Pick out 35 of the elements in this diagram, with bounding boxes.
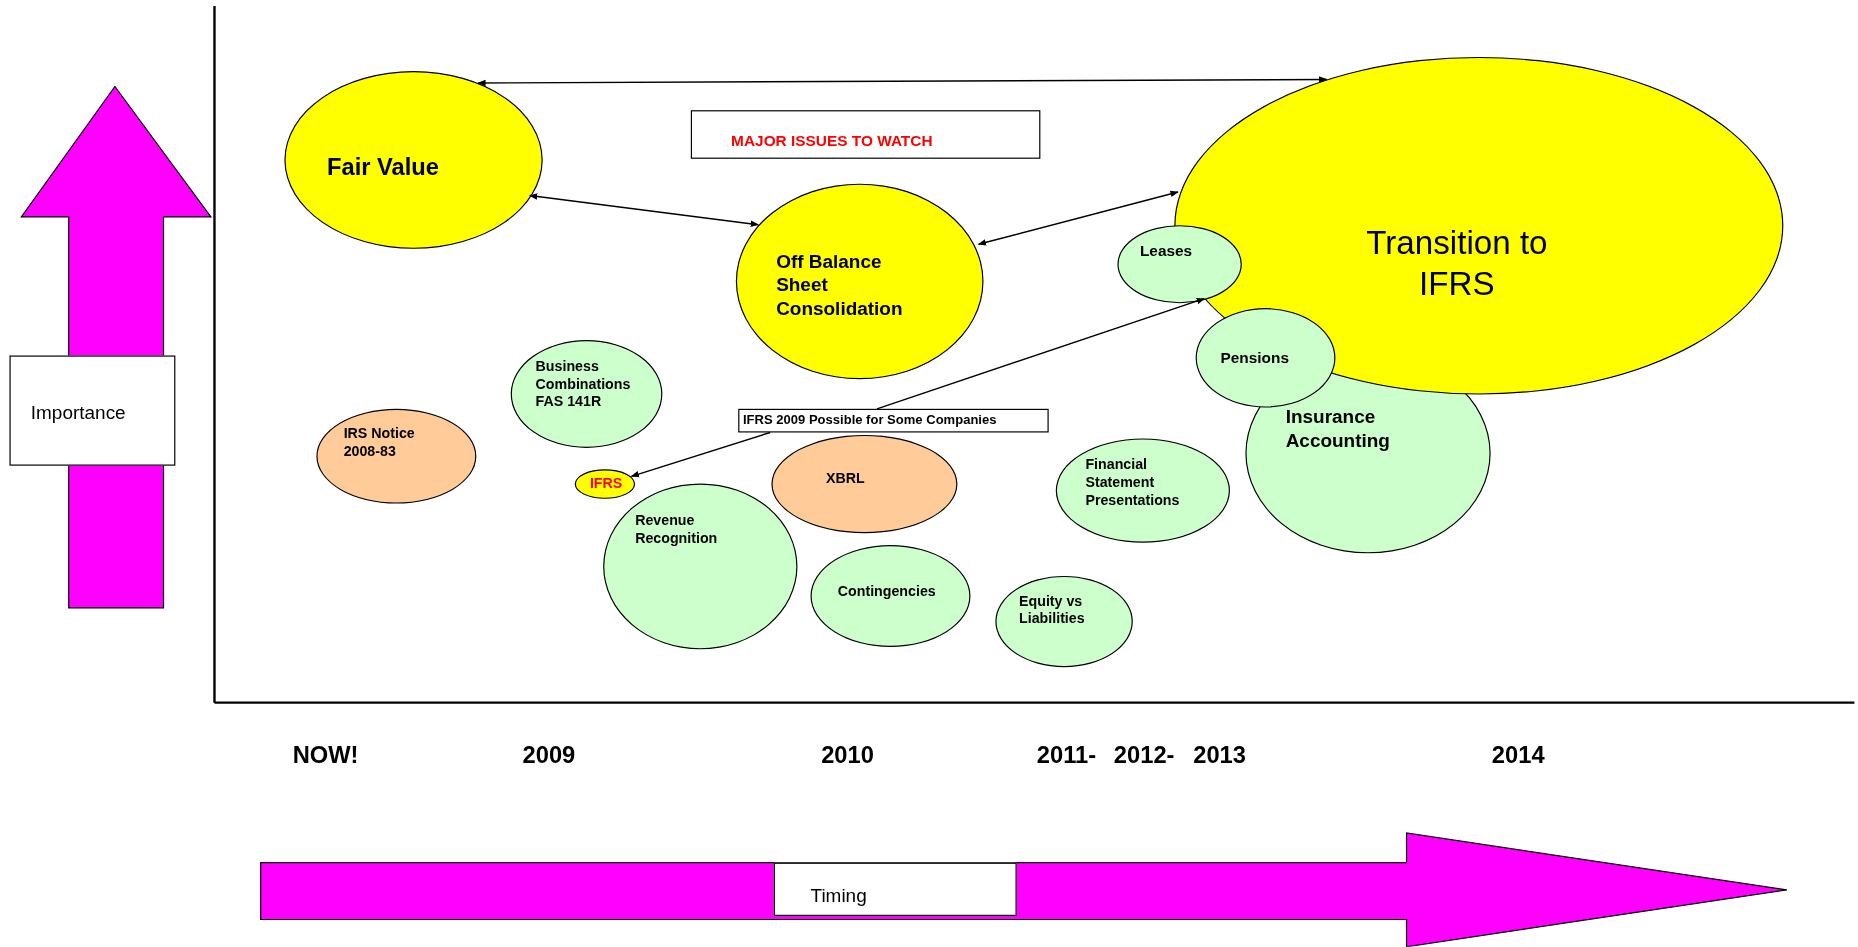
issue-label: Business Combinations FAS 141R: [535, 357, 632, 412]
year-label: 2011-: [1036, 741, 1097, 770]
text-box: [690, 110, 1041, 159]
arrow: [528, 193, 759, 228]
year-label: 2009: [522, 741, 576, 770]
arrow: [977, 190, 1179, 246]
arrow: [630, 431, 771, 478]
year-label: 2014: [1491, 741, 1545, 770]
arrow: [477, 76, 1328, 87]
issue-label: Pensions: [1220, 348, 1289, 368]
arrow: [876, 297, 1205, 410]
issue-label: IRS Notice 2008-83: [343, 425, 416, 461]
issue-label: MAJOR ISSUES TO WATCH: [731, 131, 933, 151]
year-label: 2013: [1193, 741, 1246, 770]
issue-label: Financial Statement Presentations: [1085, 456, 1181, 510]
issue-label: Revenue Recognition: [635, 511, 719, 548]
issue-label: IFRS: [588, 475, 624, 493]
issue-label: Timing: [810, 884, 867, 908]
year-label: NOW!: [292, 741, 359, 770]
text-box: [738, 408, 1049, 433]
issue-label: IFRS 2009 Possible for Some Companies: [742, 412, 997, 429]
issue-label: Contingencies: [837, 583, 936, 601]
issue-label: Insurance Accounting: [1285, 405, 1391, 453]
issue-label: Transition to IFRS: [1365, 222, 1549, 305]
year-label: 2012-: [1113, 741, 1175, 770]
issue-label: Equity vs Liabilities: [1019, 592, 1086, 628]
issue-bubble: [574, 469, 636, 499]
issue-label: Leases: [1139, 241, 1193, 261]
issue-label: Off Balance Sheet Consolidation: [776, 250, 904, 321]
text-box: [9, 355, 176, 466]
issue-label: XBRL: [825, 470, 865, 489]
year-label: 2010: [821, 741, 874, 770]
issue-label: Importance: [30, 401, 126, 426]
issue-label: Fair Value: [327, 153, 439, 183]
text-box: [773, 862, 1017, 916]
